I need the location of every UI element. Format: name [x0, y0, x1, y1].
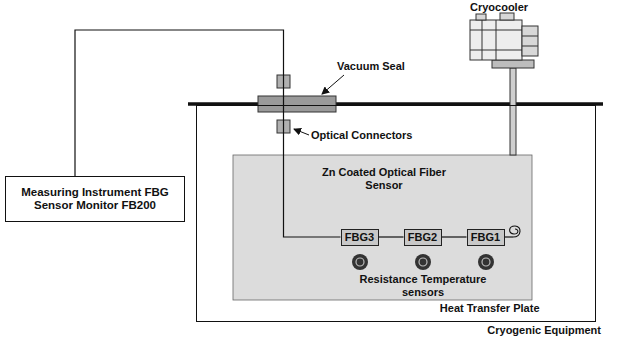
- node-title: Cryogenic Equipment: [487, 324, 601, 337]
- part-label: Zn Coated Optical Fiber Sensor: [319, 166, 449, 191]
- plate-fill: [233, 155, 532, 300]
- temperature-sensor: [352, 254, 494, 270]
- part-label: Optical Connectors: [311, 129, 412, 142]
- fbg-box: FBG3: [341, 229, 379, 246]
- cryocooler-drawing: [470, 13, 538, 155]
- leader-line: [294, 129, 309, 135]
- fbg-box: FBG1: [467, 229, 505, 246]
- vacuum-seal: [258, 96, 336, 112]
- part-label: Vacuum Seal: [337, 60, 405, 73]
- part-label: Resistance Temperature sensors: [358, 273, 488, 298]
- fbg-box: FBG2: [404, 229, 442, 246]
- fiber-coil: [510, 226, 520, 237]
- part-label: Cryocooler: [470, 1, 528, 14]
- optical-fiber: [379, 236, 404, 237]
- optical-fiber: [442, 236, 467, 237]
- node-title: FBG1: [471, 231, 501, 244]
- node-title: FBG2: [408, 231, 438, 244]
- leader-line: [322, 75, 344, 94]
- node-title: Measuring Instrument FBG Sensor Monitor …: [13, 186, 177, 212]
- instrument-box: Measuring Instrument FBG Sensor Monitor …: [5, 176, 185, 222]
- node-title: Heat Transfer Plate: [440, 302, 540, 315]
- node-title: FBG3: [345, 231, 375, 244]
